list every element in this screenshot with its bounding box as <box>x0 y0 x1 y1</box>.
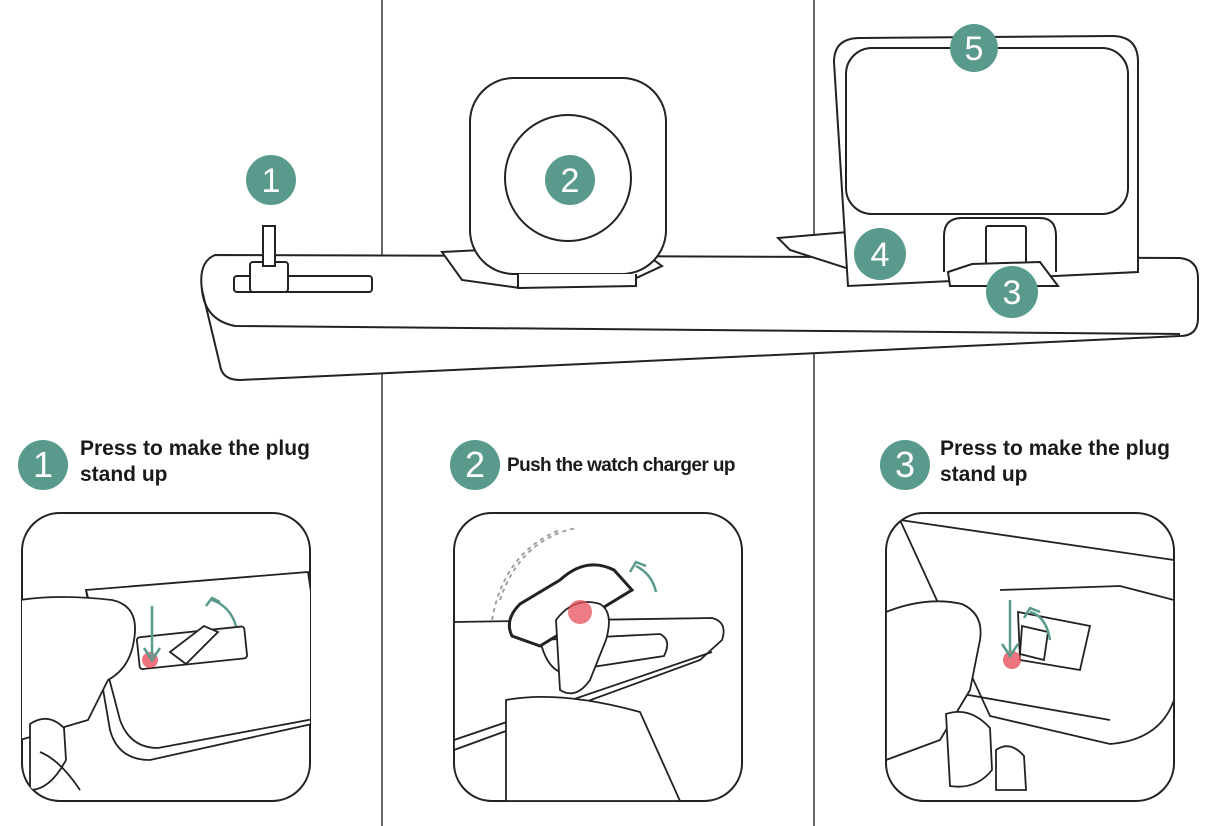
device-badge-3: 3 <box>986 266 1038 318</box>
phone-stand <box>775 34 1139 288</box>
device-badge-1: 1 <box>246 155 296 205</box>
device-badge-2: 2 <box>545 155 595 205</box>
step-title-1-line1: Press to make the plug <box>80 437 310 460</box>
step-title-3-line1: Press to make the plug <box>940 437 1170 460</box>
step-badge-3: 3 <box>880 440 930 490</box>
svg-text:3: 3 <box>1003 274 1022 312</box>
step-badge-2: 2 <box>450 440 500 490</box>
lightning-plug <box>233 225 373 293</box>
step-badge-1: 1 <box>18 440 68 490</box>
svg-text:4: 4 <box>871 236 890 274</box>
step-title-1-line2: stand up <box>80 463 168 486</box>
step-title-2: Push the watch charger up <box>507 453 807 479</box>
step-1-illustration <box>21 512 311 802</box>
step-3-illustration <box>885 512 1175 802</box>
svg-text:2: 2 <box>561 162 580 200</box>
svg-text:5: 5 <box>965 30 984 68</box>
dock-base <box>200 253 1199 382</box>
step-2-illustration <box>453 512 743 802</box>
device-badge-5: 5 <box>950 24 998 72</box>
step-title-1: Press to make the plug stand up <box>80 436 380 488</box>
step-title-3: Press to make the plug stand up <box>940 436 1200 488</box>
step-title-3-line2: stand up <box>940 463 1028 486</box>
svg-text:1: 1 <box>262 162 281 200</box>
device-badge-4: 4 <box>854 228 906 280</box>
step-title-2-line1: Push the watch charger up <box>507 455 735 476</box>
